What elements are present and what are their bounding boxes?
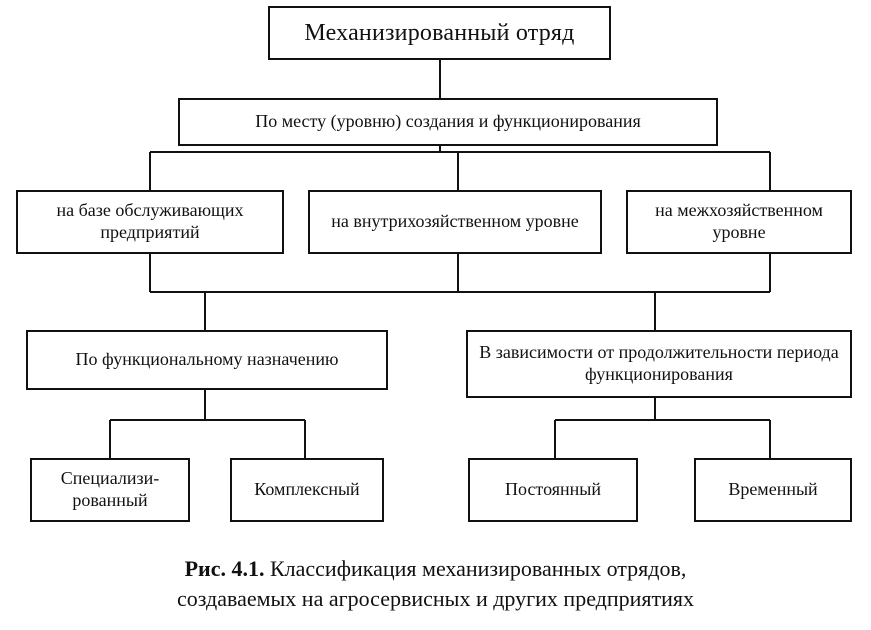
figure-caption-line-2: создаваемых на агросервисных и других пр…: [176, 586, 695, 611]
function-node-specialized: Специализи-рованный: [30, 458, 190, 522]
duration-node-temporary: Временный: [694, 458, 852, 522]
figure-caption-line-1: Рис. 4.1. Классификация механизированных…: [0, 556, 871, 582]
figure-caption-title: Классификация механизированных отрядов,: [264, 556, 687, 581]
figure-caption-number: Рис. 4.1.: [184, 556, 265, 581]
criterion-node-functional-purpose: По функциональному назначению: [26, 330, 388, 390]
duration-node-permanent: Постоянный: [468, 458, 638, 522]
criterion-node-place-level: По месту (уровню) создания и функциониро…: [178, 98, 718, 146]
place-node-intra-farm: на внутрихозяйственном уровне: [308, 190, 602, 254]
function-node-complex: Комплексный: [230, 458, 384, 522]
root-node-mechanized-detachment: Механизированный отряд: [268, 6, 611, 60]
criterion-node-duration: В зависимости от продолжительности перио…: [466, 330, 852, 398]
place-node-inter-farm: на межхозяйственном уровне: [626, 190, 852, 254]
place-node-service-enterprises: на базе обслуживающих предприятий: [16, 190, 284, 254]
